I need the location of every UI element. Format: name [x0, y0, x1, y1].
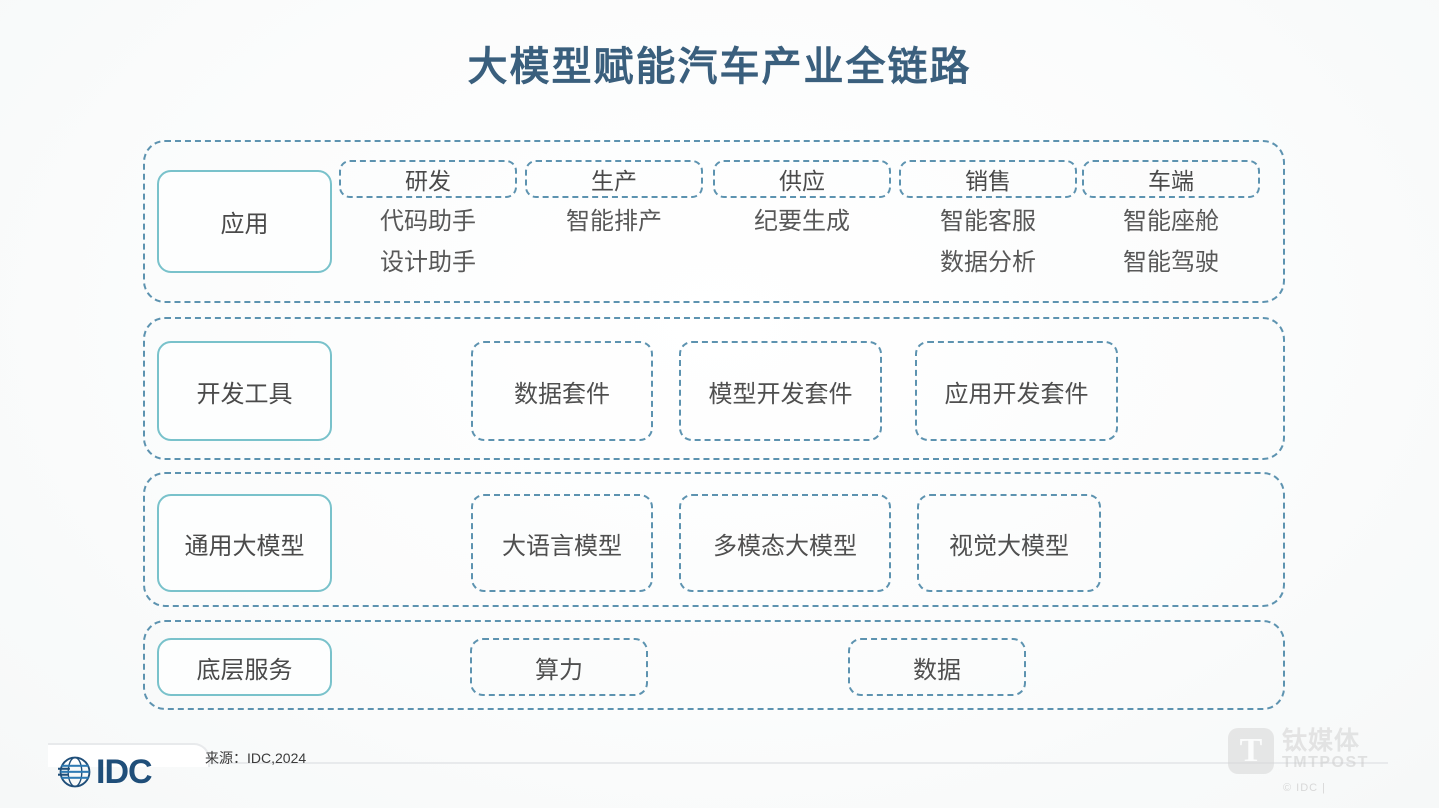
column-sales: 销售 智能客服 数据分析 — [899, 160, 1077, 275]
layer-row-dev-tools: 开发工具 数据套件 模型开发套件 应用开发套件 — [143, 317, 1285, 460]
tmtpost-logo-icon: T — [1228, 728, 1274, 774]
stage-label-application: 应用 — [157, 170, 332, 273]
tmtpost-logo-letter: T — [1239, 732, 1263, 769]
column-item: 数据分析 — [940, 249, 1036, 276]
globe-icon — [58, 756, 91, 788]
column-item: 设计助手 — [380, 249, 476, 276]
column-header-sales: 销售 — [899, 160, 1077, 198]
column-vehicle: 车端 智能座舱 智能驾驶 — [1082, 160, 1260, 275]
column-item: 智能排产 — [566, 208, 662, 235]
chip-llm: 大语言模型 — [471, 494, 653, 592]
footer-logo-tab — [48, 743, 210, 767]
chip-vision-model: 视觉大模型 — [917, 494, 1101, 592]
page-title: 大模型赋能汽车产业全链路 — [467, 45, 972, 89]
tmtpost-wordmark: 钛媒体 TMTPOST — [1282, 728, 1369, 772]
idc-credit-label: © IDC | — [1283, 782, 1327, 794]
chip-compute: 算力 — [470, 638, 648, 696]
column-supply: 供应 纪要生成 — [713, 160, 891, 234]
chip-model-dev-suite: 模型开发套件 — [679, 341, 882, 441]
column-item: 智能驾驶 — [1123, 249, 1219, 276]
idc-logo: IDC — [58, 753, 153, 791]
column-header-production: 生产 — [525, 160, 703, 198]
column-header-rnd: 研发 — [339, 160, 517, 198]
layer-row-foundation-models: 通用大模型 大语言模型 多模态大模型 视觉大模型 — [143, 472, 1285, 607]
stage-label-foundation-models: 通用大模型 — [157, 494, 332, 592]
footer-divider — [48, 762, 1388, 764]
source-note: 来源：IDC,2024 — [205, 750, 307, 766]
column-header-supply: 供应 — [713, 160, 891, 198]
stage-label-infrastructure: 底层服务 — [157, 638, 332, 696]
chip-app-dev-suite: 应用开发套件 — [915, 341, 1118, 441]
column-item: 代码助手 — [380, 208, 476, 235]
chip-data: 数据 — [848, 638, 1026, 696]
column-item: 纪要生成 — [754, 208, 850, 235]
tmtpost-cn-label: 钛媒体 — [1282, 727, 1361, 755]
layer-row-infrastructure: 底层服务 算力 数据 — [143, 620, 1285, 710]
column-rnd: 研发 代码助手 设计助手 — [339, 160, 517, 275]
layer-row-application: 应用 研发 代码助手 设计助手 生产 智能排产 供应 纪要生成 销售 智能客服 … — [143, 140, 1285, 303]
tmtpost-watermark: T 钛媒体 TMTPOST — [1228, 728, 1369, 774]
chip-multimodal-model: 多模态大模型 — [679, 494, 891, 592]
idc-logo-text: IDC — [96, 753, 153, 791]
stage-label-dev-tools: 开发工具 — [157, 341, 332, 441]
column-item: 智能座舱 — [1123, 208, 1219, 235]
tmtpost-en-label: TMTPOST — [1282, 754, 1369, 772]
chip-data-suite: 数据套件 — [471, 341, 653, 441]
column-item: 智能客服 — [940, 208, 1036, 235]
column-header-vehicle: 车端 — [1082, 160, 1260, 198]
column-production: 生产 智能排产 — [525, 160, 703, 234]
